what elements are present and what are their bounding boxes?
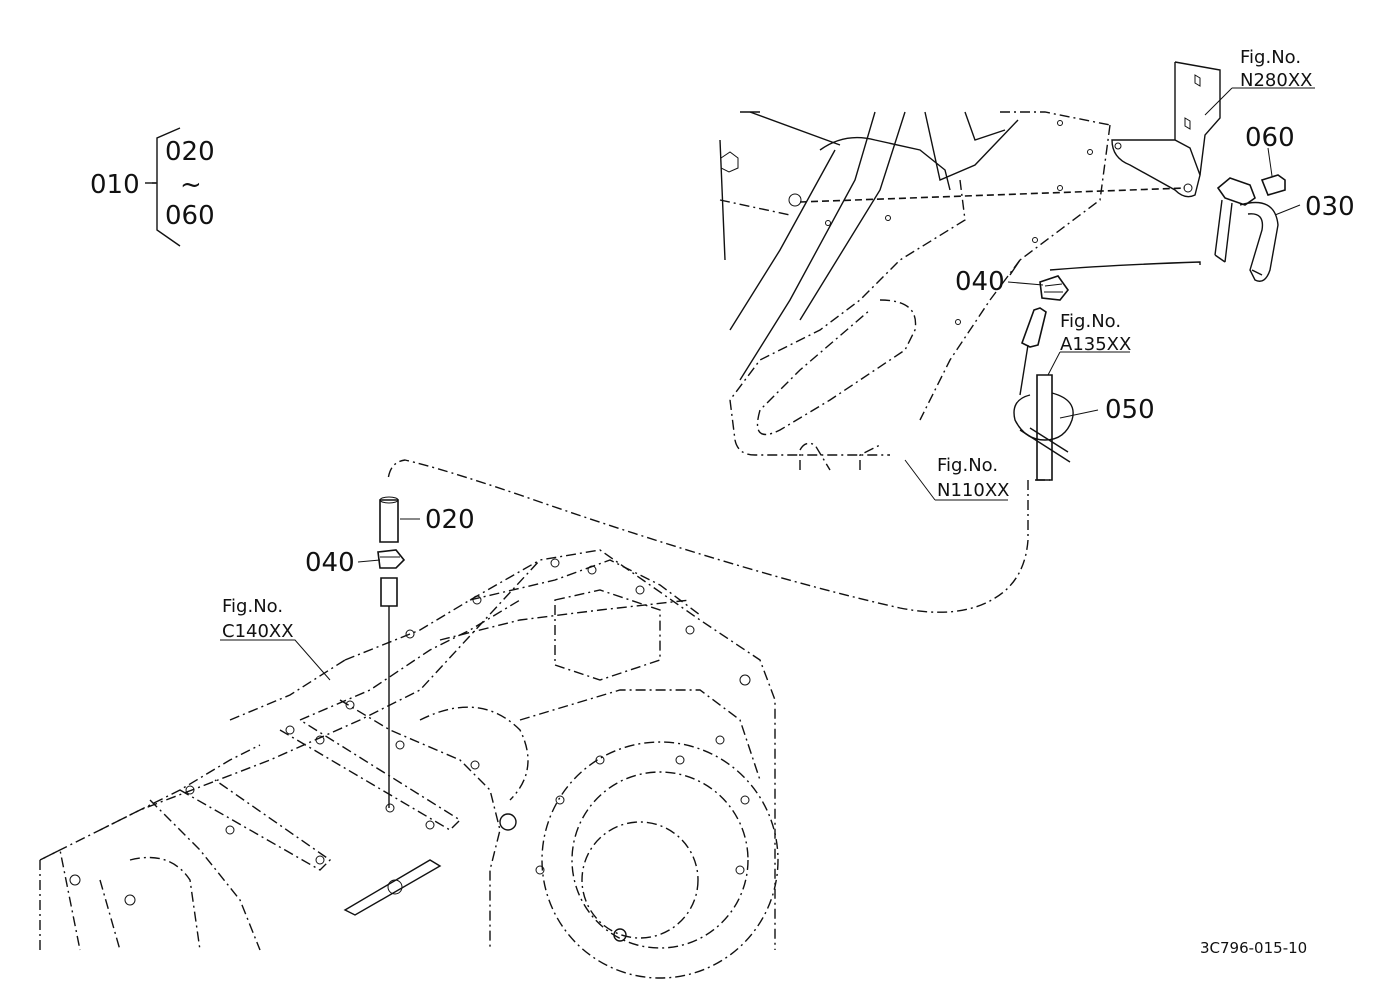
- figref-n280-code: N280XX: [1240, 70, 1312, 91]
- figref-n110-code: N110XX: [937, 480, 1009, 501]
- figref-a135-label: Fig.No.: [1060, 311, 1121, 332]
- callout-020: 020: [425, 505, 475, 535]
- part-020-tube: [379, 499, 399, 543]
- range-tilde: ~: [180, 170, 202, 200]
- figref-a135-code: A135XX: [1060, 334, 1131, 355]
- callout-040-upper: 040: [955, 267, 1005, 297]
- part-030-hose-clip: [1214, 174, 1286, 282]
- housing-bolt-holes: [69, 558, 751, 906]
- callout-060: 060: [1245, 123, 1295, 153]
- bolt-head-icon: [788, 193, 802, 207]
- figref-a135: Fig.No. A135XX: [1060, 311, 1131, 355]
- figref-n110: Fig.No. N110XX: [937, 455, 1009, 501]
- range-start: 020: [165, 137, 215, 167]
- nut-icon: [720, 151, 739, 173]
- leader-lines: [220, 87, 1315, 681]
- figref-n280-label: Fig.No.: [1240, 47, 1301, 68]
- part-060-bolt: [1260, 174, 1286, 196]
- figref-c140: Fig.No. C140XX: [222, 596, 294, 642]
- part-040-lower-clamp: [377, 549, 406, 569]
- transmission-housing: [39, 549, 779, 979]
- figref-n110-label: Fig.No.: [937, 455, 998, 476]
- upper-structure: [719, 111, 1186, 471]
- lower-fitting-assembly: [377, 496, 406, 808]
- assembly-number: 010: [90, 170, 140, 200]
- assembly-group: 010 020 ~ 060: [90, 127, 215, 247]
- figref-c140-label: Fig.No.: [222, 596, 283, 617]
- bracket-n280: [1111, 61, 1221, 198]
- figref-n280: Fig.No. N280XX: [1240, 47, 1312, 91]
- vent-hose: [387, 459, 1029, 613]
- range-end: 060: [165, 201, 215, 231]
- callout-040-lower: 040: [305, 548, 355, 578]
- callout-050: 050: [1105, 395, 1155, 425]
- upper-hose-assembly: [1013, 261, 1201, 481]
- part-040-upper-clamp: [1039, 275, 1070, 301]
- figref-c140-code: C140XX: [222, 621, 294, 642]
- drawing-code: 3C796-015-10: [1200, 939, 1307, 957]
- callout-030: 030: [1305, 192, 1355, 222]
